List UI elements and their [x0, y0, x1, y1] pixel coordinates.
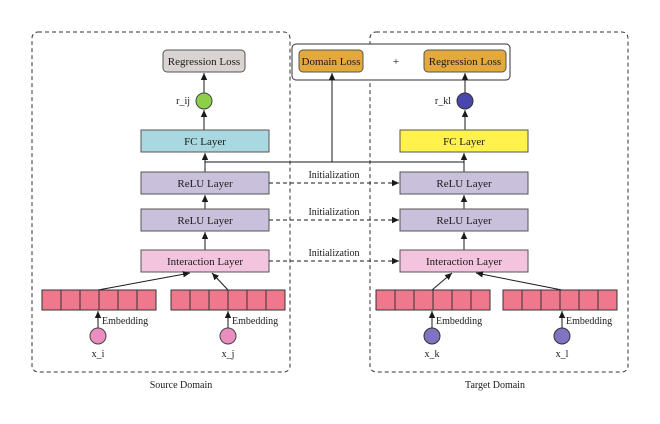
target-input-1-node — [423, 327, 441, 345]
source-regression-loss-box — [162, 49, 246, 73]
target-arrow-embed1-to-interaction — [431, 272, 453, 291]
target-embedding-vector-2 — [502, 289, 618, 311]
target-regression-loss-box — [423, 49, 507, 73]
target-embedding-2-label: Embedding — [566, 316, 612, 327]
source-relu-layer-1-label: ReLU Layer — [177, 178, 233, 190]
domain-loss-box — [298, 49, 364, 73]
source-embedding-2-label: Embedding — [232, 316, 278, 327]
target-input-2-label: x_l — [556, 349, 569, 360]
source-domain-title: Source Domain — [150, 380, 213, 391]
source-fc-layer-box — [140, 129, 270, 153]
target-regression-loss-label: Regression Loss — [429, 56, 501, 68]
target-interaction-layer-box — [399, 249, 529, 273]
source-arrow-embed2-to-interaction — [211, 272, 229, 291]
source-fc-layer-label: FC Layer — [184, 136, 226, 148]
target-relu-layer-1-box — [399, 171, 529, 195]
target-domain-frame — [369, 31, 629, 373]
source-input-1-node — [89, 327, 107, 345]
source-input-1-label: x_i — [92, 349, 105, 360]
source-r-node — [195, 92, 213, 110]
source-input-2-label: x_j — [222, 349, 235, 360]
target-relu-layer-2-label: ReLU Layer — [436, 215, 492, 227]
target-r-label: r_kl — [435, 96, 451, 107]
target-interaction-layer-label: Interaction Layer — [426, 256, 502, 268]
source-arrow-embed1-to-interaction — [97, 271, 191, 291]
target-r-node — [456, 92, 474, 110]
source-embedding-vector-2 — [170, 289, 286, 311]
target-fc-layer-box — [399, 129, 529, 153]
source-regression-loss-label: Regression Loss — [168, 56, 240, 68]
source-embedding-1-label: Embedding — [102, 316, 148, 327]
init-label-3: Initialization — [308, 248, 359, 259]
plus-sign: + — [393, 56, 399, 68]
source-embedding-vector-1 — [41, 289, 157, 311]
target-fc-layer-label: FC Layer — [443, 136, 485, 148]
source-domain-frame — [31, 31, 291, 373]
target-input-2-node — [553, 327, 571, 345]
source-interaction-layer-label: Interaction Layer — [167, 256, 243, 268]
source-r-label: r_ij — [176, 96, 190, 107]
target-relu-layer-1-label: ReLU Layer — [436, 178, 492, 190]
target-embedding-vector-1 — [375, 289, 491, 311]
target-input-1-label: x_k — [425, 349, 440, 360]
source-relu-layer-2-label: ReLU Layer — [177, 215, 233, 227]
init-label-1: Initialization — [308, 170, 359, 181]
target-arrow-embed2-to-interaction — [475, 271, 563, 291]
init-label-2: Initialization — [308, 207, 359, 218]
target-relu-layer-2-box — [399, 208, 529, 232]
source-input-2-node — [219, 327, 237, 345]
target-embedding-1-label: Embedding — [436, 316, 482, 327]
target-domain-title: Target Domain — [465, 380, 525, 391]
domain-loss-label: Domain Loss — [302, 56, 361, 68]
